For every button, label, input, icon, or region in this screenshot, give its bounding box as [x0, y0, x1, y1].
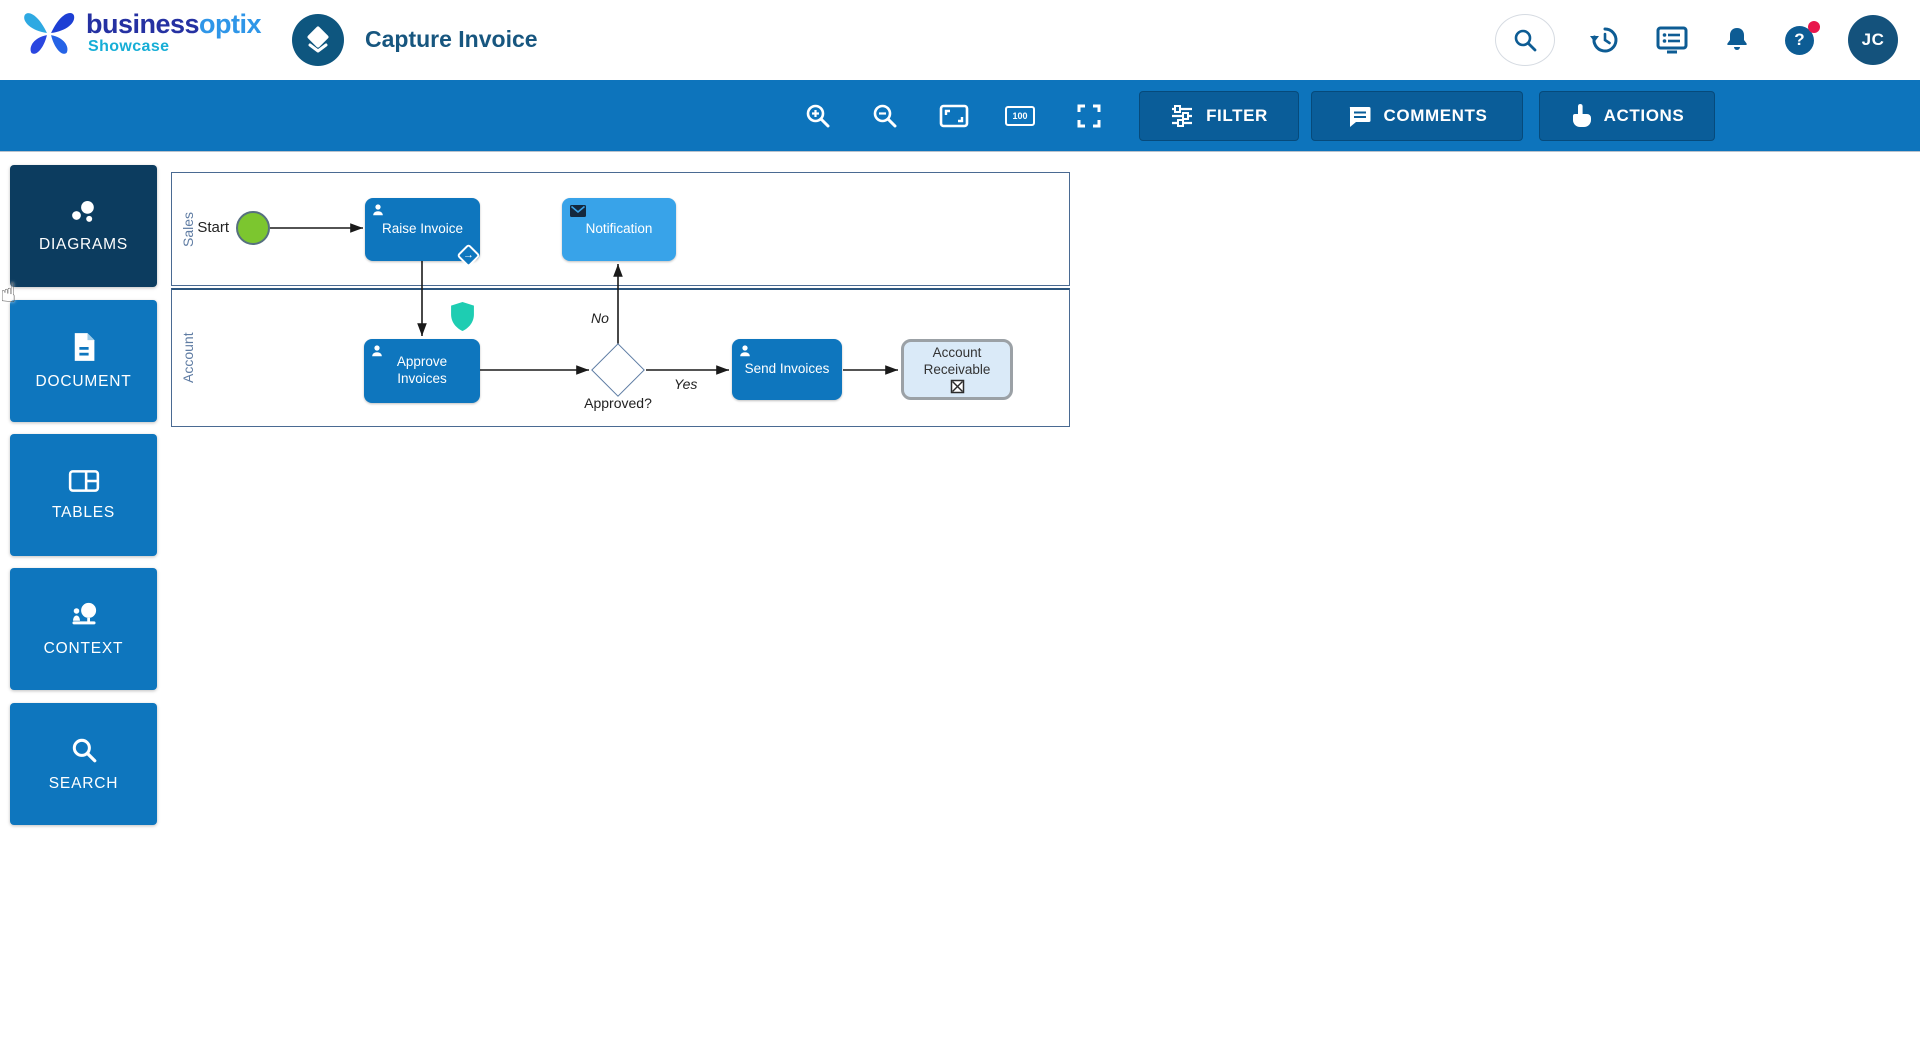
zoom-in-icon[interactable] — [798, 80, 838, 152]
sidebar-item-tables[interactable]: TABLES — [10, 434, 157, 556]
sidebar-item-label: TABLES — [51, 503, 116, 521]
person-presenting-icon — [71, 602, 96, 624]
diagram-toolbar: 100 FILTER — [0, 80, 1920, 152]
comments-button[interactable]: COMMENTS — [1311, 91, 1523, 141]
comment-bubble-icon — [1349, 107, 1371, 127]
task-approve-invoices[interactable]: Approve Invoices — [364, 339, 480, 403]
bubbles-icon — [71, 200, 94, 222]
bell-icon[interactable] — [1723, 25, 1751, 55]
fit-screen-icon[interactable] — [934, 80, 974, 152]
fullscreen-icon[interactable] — [1069, 80, 1109, 152]
sidebar-item-diagrams[interactable]: DIAGRAMS — [10, 165, 157, 287]
brand-primary: business — [86, 9, 200, 39]
actions-button-label: ACTIONS — [1603, 106, 1685, 125]
task-notification[interactable]: Notification — [562, 198, 676, 261]
task-send-invoices[interactable]: Send Invoices — [732, 339, 842, 400]
end-x-icon — [950, 379, 964, 393]
sidebar-item-document[interactable]: DOCUMENT — [10, 300, 157, 422]
search-icon[interactable] — [1495, 14, 1555, 66]
businessoptix-logo[interactable]: businessoptix Showcase — [22, 6, 262, 60]
filter-button-label: FILTER — [1206, 106, 1268, 125]
gateway-label: Approved? — [584, 395, 652, 411]
brand-subtitle: Showcase — [88, 38, 170, 55]
edge-label-no: No — [591, 310, 609, 326]
mouse-cursor: ☝ — [0, 278, 17, 309]
avatar[interactable]: JC — [1848, 15, 1898, 65]
task-label: Approve Invoices — [396, 354, 448, 386]
comments-button-label: COMMENTS — [1383, 106, 1488, 125]
sidebar-item-label: CONTEXT — [43, 639, 124, 657]
sidebar-item-context[interactable]: CONTEXT — [10, 568, 157, 690]
bpmn-canvas: Sales Account Start — [171, 172, 1071, 428]
app-header: businessoptix Showcase Capture Invoice — [0, 0, 1920, 80]
layers-icon — [307, 26, 329, 53]
task-raise-invoice[interactable]: Raise Invoice → — [365, 198, 481, 268]
person-icon — [373, 204, 383, 216]
sidebar-item-label: SEARCH — [48, 774, 119, 792]
help-icon[interactable]: ? — [1785, 20, 1820, 55]
task-label: Notification — [585, 221, 653, 237]
person-icon — [372, 345, 382, 357]
edge-label-yes: Yes — [674, 376, 698, 392]
diagram-type-badge — [292, 14, 344, 66]
start-event-label: Start — [197, 219, 229, 236]
sidebar-item-search[interactable]: SEARCH — [10, 703, 157, 825]
zoom-out-icon[interactable] — [865, 80, 905, 152]
brand-text: businessoptix Showcase — [86, 9, 262, 55]
task-label: Raise Invoice — [381, 221, 464, 237]
zoom-100-icon[interactable]: 100 — [1000, 80, 1040, 152]
envelope-icon — [570, 205, 586, 217]
person-icon — [740, 345, 750, 357]
help-glyph: ? — [1794, 30, 1805, 49]
end-node-account-receivable[interactable]: Account Receivable — [901, 339, 1013, 400]
shield-icon — [451, 301, 474, 332]
history-icon[interactable] — [1589, 24, 1621, 56]
table-icon — [68, 469, 99, 492]
filter-sliders-icon — [1172, 105, 1193, 127]
end-node-label: Account Receivable — [923, 345, 991, 377]
notification-dot — [1808, 20, 1820, 33]
console-list-icon[interactable] — [1655, 25, 1689, 55]
sidebar-item-label: DIAGRAMS — [38, 235, 129, 253]
start-event[interactable] — [236, 211, 270, 245]
pointer-hand-icon — [1572, 104, 1591, 127]
actions-button[interactable]: ACTIONS — [1539, 91, 1715, 141]
page-title: Capture Invoice — [365, 26, 538, 52]
lane-account-label: Account — [180, 332, 196, 384]
brand-secondary: optix — [199, 9, 262, 39]
butterfly-logo-icon — [24, 12, 75, 54]
header-icon-group: ? JC — [1495, 0, 1898, 80]
task-label: Send Invoices — [744, 361, 830, 377]
document-icon — [74, 332, 94, 361]
filter-button[interactable]: FILTER — [1139, 91, 1299, 141]
search-icon — [72, 738, 96, 762]
sidebar-item-label: DOCUMENT — [35, 372, 132, 390]
zoom-100-label: 100 — [1005, 106, 1035, 126]
